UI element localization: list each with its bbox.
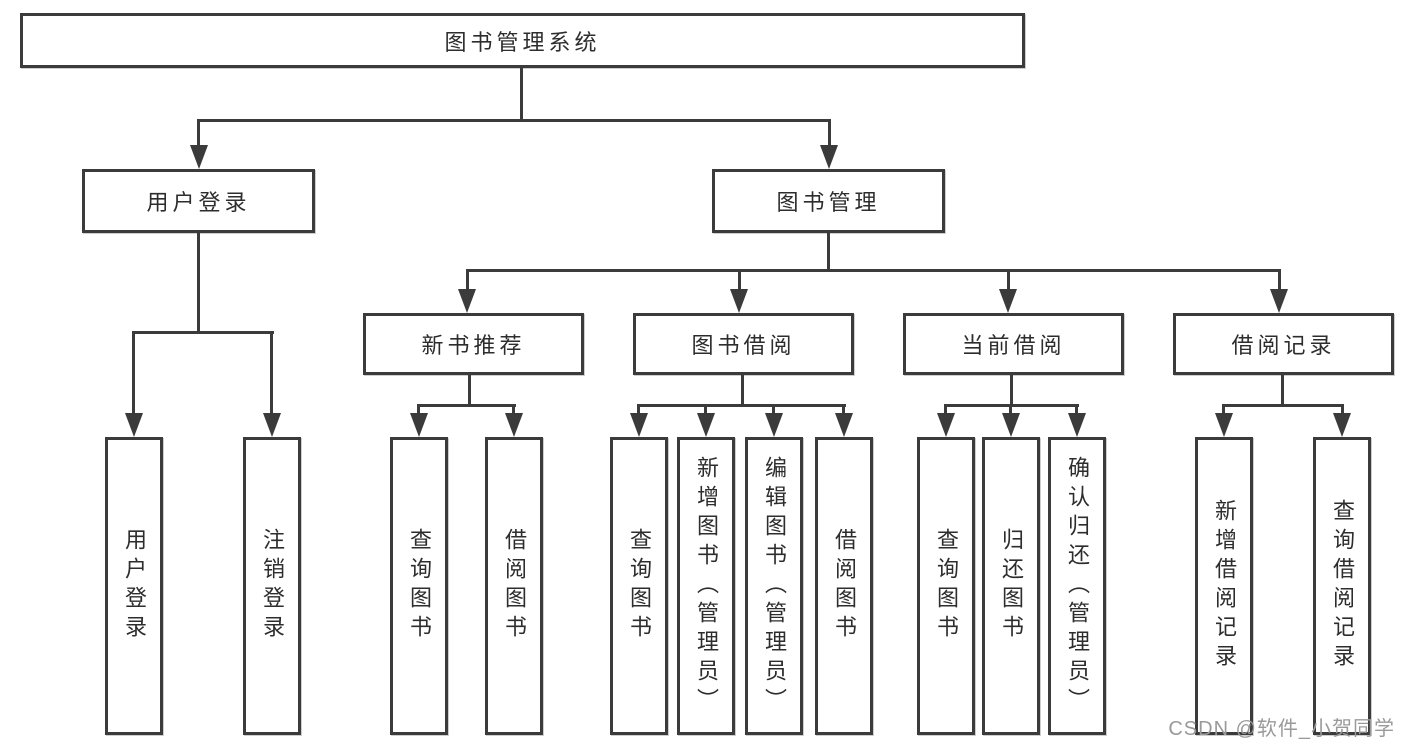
- leaf-user-login-label: 用户登录: [122, 528, 147, 644]
- connector-line: [738, 269, 741, 293]
- leaf-user-login: 用户登录: [105, 437, 163, 735]
- leaf-borrow-books-2-label: 借阅图书: [832, 528, 857, 644]
- arrow-down-icon: [1333, 413, 1351, 437]
- arrow-down-icon: [937, 413, 955, 437]
- leaf-edit-books-admin: 编辑图书（管理员）: [745, 437, 803, 735]
- arrow-down-icon: [263, 413, 281, 437]
- leaf-query-books-1-label: 查询图书: [407, 528, 432, 644]
- leaf-add-borrow-record: 新增借阅记录: [1195, 437, 1253, 735]
- arrow-down-icon: [458, 289, 476, 313]
- node-borrow-records-label: 借阅记录: [1231, 333, 1336, 358]
- connector-line: [466, 269, 469, 293]
- leaf-confirm-return-admin-label: 确认归还（管理员）: [1065, 455, 1090, 717]
- leaf-borrow-books-1: 借阅图书: [485, 437, 543, 735]
- connector-line: [197, 119, 200, 149]
- leaf-query-books-2: 查询图书: [610, 437, 668, 735]
- connector-line: [197, 231, 200, 334]
- connector-line: [1007, 269, 1010, 293]
- connector-line: [132, 331, 135, 416]
- arrow-down-icon: [190, 145, 208, 169]
- connector-line: [1222, 404, 1225, 416]
- connector-line: [772, 404, 775, 416]
- connector-line: [1278, 269, 1281, 293]
- leaf-borrow-books-2: 借阅图书: [815, 437, 873, 735]
- arrow-down-icon: [410, 413, 428, 437]
- connector-line: [468, 373, 471, 407]
- arrow-down-icon: [765, 413, 783, 437]
- connector-line: [842, 404, 845, 416]
- leaf-query-books-1: 查询图书: [390, 437, 448, 735]
- arrow-down-icon: [999, 289, 1017, 313]
- connector-line: [197, 119, 831, 122]
- node-root-label: 图书管理系统: [444, 29, 601, 55]
- leaf-confirm-return-admin: 确认归还（管理员）: [1048, 437, 1106, 735]
- arrow-down-icon: [730, 289, 748, 313]
- leaf-return-books-label: 归还图书: [999, 528, 1024, 644]
- node-new-book-recommend: 新书推荐: [363, 313, 584, 375]
- connector-line: [1281, 373, 1284, 407]
- node-book-management: 图书管理: [712, 169, 945, 233]
- connector-line: [1010, 373, 1013, 407]
- node-new-book-recommend-label: 新书推荐: [421, 333, 526, 358]
- node-user-login: 用户登录: [82, 169, 315, 233]
- arrow-down-icon: [1215, 413, 1233, 437]
- connector-line: [828, 119, 831, 149]
- connector-line: [417, 404, 516, 407]
- node-book-borrow-label: 图书借阅: [691, 333, 796, 358]
- arrow-down-icon: [835, 413, 853, 437]
- node-book-management-label: 图书管理: [776, 190, 881, 215]
- node-current-borrow: 当前借阅: [903, 313, 1124, 375]
- leaf-logout-label: 注销登录: [260, 528, 285, 644]
- arrow-down-icon: [1270, 289, 1288, 313]
- leaf-add-borrow-record-label: 新增借阅记录: [1212, 499, 1237, 673]
- arrow-down-icon: [125, 413, 143, 437]
- leaf-query-borrow-record-label: 查询借阅记录: [1330, 499, 1355, 673]
- leaf-logout: 注销登录: [243, 437, 301, 735]
- leaf-add-books-admin-label: 新增图书（管理员）: [694, 455, 719, 717]
- node-book-borrow: 图书借阅: [633, 313, 854, 375]
- connector-line: [1075, 404, 1078, 416]
- connector-line: [417, 404, 420, 416]
- connector-line: [512, 404, 515, 416]
- arrow-down-icon: [1002, 413, 1020, 437]
- leaf-query-books-3: 查询图书: [917, 437, 975, 735]
- leaf-query-books-3-label: 查询图书: [934, 528, 959, 644]
- arrow-down-icon: [630, 413, 648, 437]
- connector-line: [520, 66, 523, 120]
- node-current-borrow-label: 当前借阅: [961, 333, 1066, 358]
- connector-line: [637, 404, 846, 407]
- leaf-query-books-2-label: 查询图书: [627, 528, 652, 644]
- leaf-borrow-books-1-label: 借阅图书: [502, 528, 527, 644]
- connector-line: [1222, 404, 1344, 407]
- csdn-watermark: CSDN @软件_小贺同学: [1168, 718, 1395, 740]
- connector-line: [637, 404, 640, 416]
- node-user-login-label: 用户登录: [146, 190, 251, 215]
- connector-line: [704, 404, 707, 416]
- arrow-down-icon: [820, 145, 838, 169]
- node-root: 图书管理系统: [20, 13, 1025, 68]
- connector-line: [1009, 404, 1012, 416]
- leaf-add-books-admin: 新增图书（管理员）: [677, 437, 735, 735]
- arrow-down-icon: [505, 413, 523, 437]
- arrow-down-icon: [1068, 413, 1086, 437]
- arrow-down-icon: [697, 413, 715, 437]
- connector-line: [1341, 404, 1344, 416]
- node-borrow-records: 借阅记录: [1173, 313, 1394, 375]
- connector-line: [827, 231, 830, 272]
- leaf-query-borrow-record: 查询借阅记录: [1313, 437, 1371, 735]
- leaf-return-books: 归还图书: [982, 437, 1040, 735]
- connector-line: [270, 331, 273, 416]
- connector-line: [132, 331, 274, 334]
- connector-line: [466, 269, 1281, 272]
- leaf-edit-books-admin-label: 编辑图书（管理员）: [762, 455, 787, 717]
- connector-line: [944, 404, 947, 416]
- connector-line: [741, 373, 744, 407]
